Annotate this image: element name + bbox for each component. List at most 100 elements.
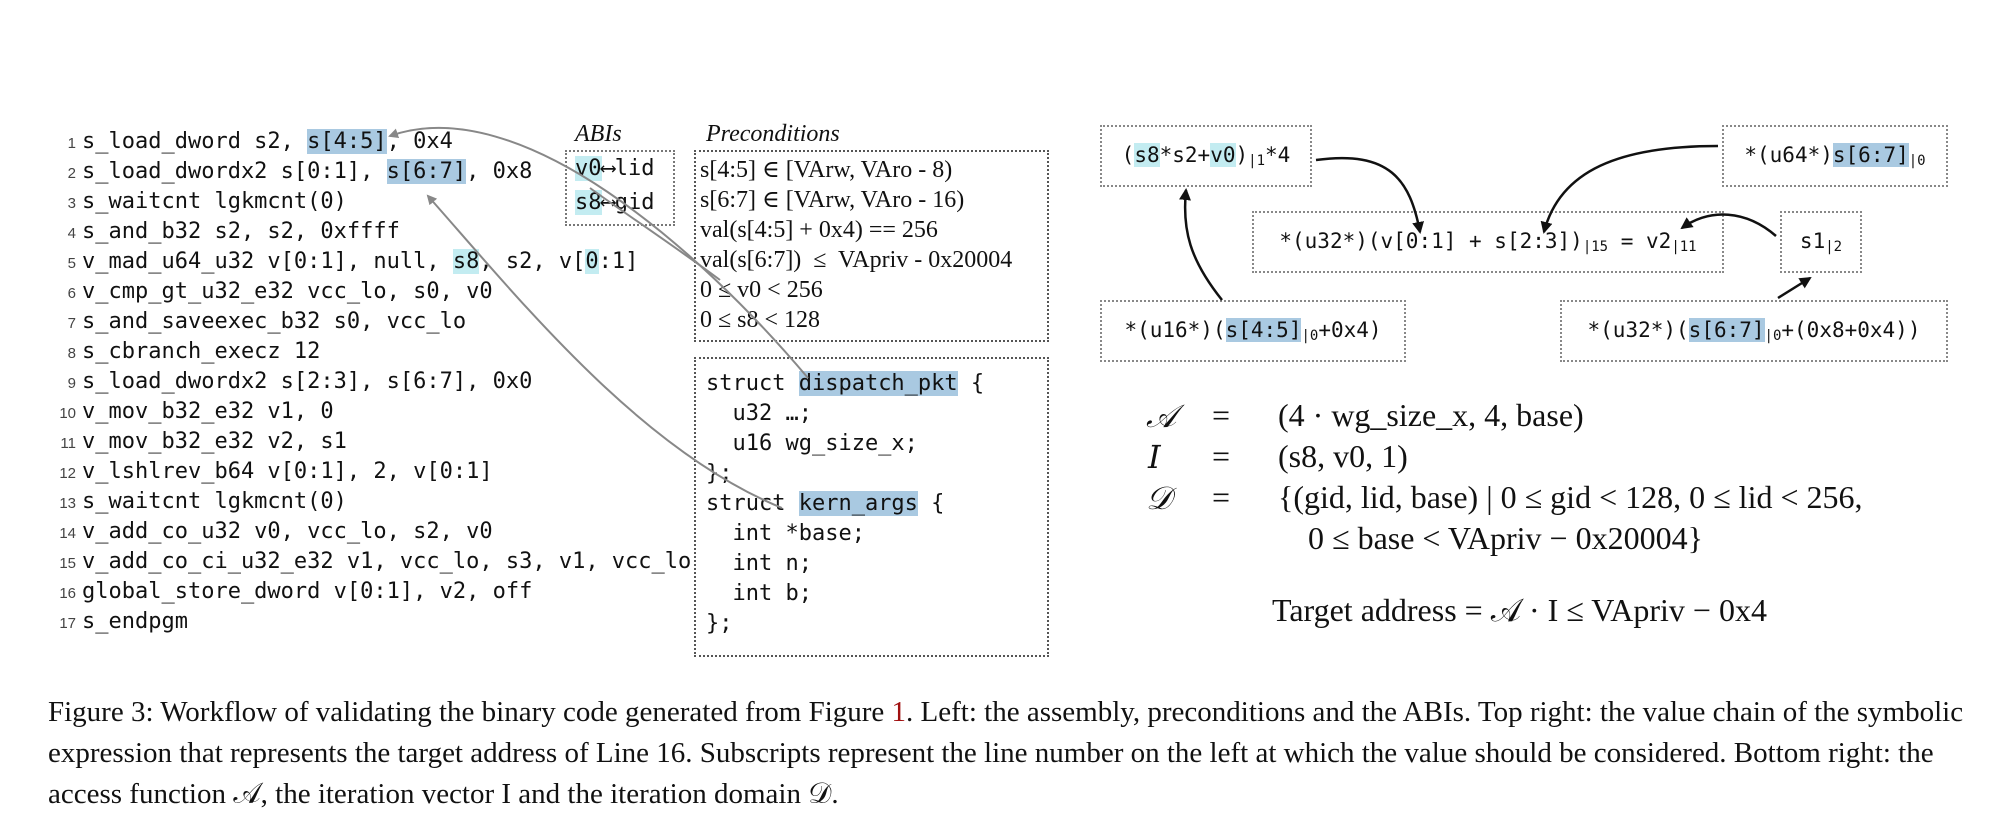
equals-sign: = <box>1212 479 1231 515</box>
value-expression: *(u64*)s[6:7]|0 <box>1744 143 1926 169</box>
text-segment: v_mad_u64_u32 v[0:1], null, <box>82 249 453 274</box>
precondition-line: s[6:7] ∈ [VArw, VAro - 16) <box>700 187 965 213</box>
line-subscript: |0 <box>1301 328 1319 344</box>
struct-line: u32 …; <box>706 399 811 429</box>
line-number: 9 <box>67 375 76 392</box>
highlighted-token: v0 <box>1210 143 1236 167</box>
struct-line: u16 wg_size_x; <box>706 429 918 459</box>
arrow-kern-args-to-s67 <box>426 194 783 509</box>
value-chain-box: *(u16*)(s[4:5]|0+0x4) <box>1100 300 1406 362</box>
text-segment: s_endpgm <box>82 609 188 634</box>
abi-row-lid: v0⟷lid <box>575 156 655 181</box>
text-segment: :1] <box>598 249 639 274</box>
arrow-box1-to-box3 <box>1315 156 1425 234</box>
text-segment: s_load_dwordx2 s[0:1], <box>82 159 387 184</box>
value-chain-box: (s8*s2+v0)|1*4 <box>1100 125 1312 187</box>
text-segment: ( <box>1121 143 1135 167</box>
line-number: 13 <box>59 495 76 512</box>
text-segment: *(u32*)( <box>1587 318 1689 342</box>
abis-title: ABIs <box>575 121 622 147</box>
text-segment: s_waitcnt lgkmcnt(0) <box>82 189 347 214</box>
text-segment: s1 <box>1799 229 1826 253</box>
caption-text: Figure 3: Workflow of validating the bin… <box>48 696 892 728</box>
text-segment: v_add_co_ci_u32_e32 v1, vcc_lo, s3, v1, … <box>82 549 692 574</box>
iteration-vector-value: (s8, v0, 1) <box>1278 438 1408 474</box>
line-number: 17 <box>59 615 76 632</box>
target-address: Target address = 𝒜 · I ≤ VApriv − 0x4 <box>1272 592 1767 628</box>
line-number: 10 <box>59 405 76 422</box>
equals-sign: = <box>1212 397 1231 433</box>
abi-arrow: ⟷ <box>601 156 615 181</box>
precondition-line: val(s[6:7]) ≤ VApriv - 0x20004 <box>700 247 1013 273</box>
text-segment: s_waitcnt lgkmcnt(0) <box>82 489 347 514</box>
assembly-line: 14 v_add_co_u32 v0, vcc_lo, s2, v0 <box>48 517 691 547</box>
value-chain-box: s1|2 <box>1780 211 1862 273</box>
line-number: 12 <box>59 465 76 482</box>
struct-line: int n; <box>706 549 811 579</box>
line-number: 2 <box>67 165 76 182</box>
figure-reference-link[interactable]: 1 <box>891 696 907 728</box>
line-subscript: |1 <box>1248 153 1266 169</box>
iteration-domain-symbol: 𝒟 <box>1146 479 1172 517</box>
text-segment: u16 wg_size_x; <box>706 431 918 456</box>
highlighted-token: dispatch_pkt <box>798 371 958 396</box>
highlighted-token: s[6:7] <box>1832 143 1909 167</box>
abi-reg: v0 <box>575 156 602 181</box>
text-segment: v_mov_b32_e32 v2, s1 <box>82 429 347 454</box>
text-segment: +(0x8+0x4)) <box>1781 318 1921 342</box>
abi-arrow: ⟷ <box>601 190 615 215</box>
text-segment: v_add_co_u32 v0, vcc_lo, s2, v0 <box>82 519 493 544</box>
text-segment: s_cbranch_execz 12 <box>82 339 321 364</box>
text-segment: v_cmp_gt_u32_e32 vcc_lo, s0, v0 <box>82 279 493 304</box>
equals-sign: = <box>1212 438 1231 474</box>
highlighted-token: s8 <box>452 249 480 274</box>
access-function-value: (4 · wg_size_x, 4, base) <box>1278 397 1584 433</box>
text-segment: }; <box>706 611 733 636</box>
assembly-line: 13 s_waitcnt lgkmcnt(0) <box>48 487 691 517</box>
iteration-vector-symbol: I <box>1148 438 1161 476</box>
text-segment: *(u16*)( <box>1124 318 1226 342</box>
value-expression: (s8*s2+v0)|1*4 <box>1121 143 1291 169</box>
line-number: 6 <box>67 285 76 302</box>
line-number: 14 <box>59 525 76 542</box>
value-expression: s1|2 <box>1800 229 1842 255</box>
assembly-line: 17 s_endpgm <box>48 607 691 637</box>
highlighted-token: s[6:7] <box>386 159 467 184</box>
text-segment: *(u64*) <box>1744 143 1833 167</box>
value-chain-box: *(u64*)s[6:7]|0 <box>1722 125 1948 187</box>
value-expression: *(u32*)(s[6:7]|0+(0x8+0x4)) <box>1587 318 1921 344</box>
text-segment: { <box>957 371 985 396</box>
line-number: 15 <box>59 555 76 572</box>
text-segment: *4 <box>1265 143 1291 167</box>
struct-line: struct dispatch_pkt { <box>706 369 984 399</box>
text-segment: *(u32*)(v[0:1] + s[2:3]) <box>1279 229 1583 253</box>
struct-line: }; <box>706 609 733 639</box>
struct-line: int b; <box>706 579 811 609</box>
arrow-abi-s8-link <box>589 187 721 281</box>
precondition-line: 0 ≤ s8 < 128 <box>700 307 821 333</box>
highlighted-token: s[4:5] <box>307 129 387 154</box>
line-number: 1 <box>67 135 76 152</box>
text-segment: s_load_dwordx2 s[2:3], s[6:7], 0x0 <box>82 369 533 394</box>
line-subscript: |0 <box>1764 328 1782 344</box>
line-subscript: |2 <box>1825 239 1843 255</box>
abi-name: lid <box>614 156 655 181</box>
arrow-box2-to-box3 <box>1540 144 1719 234</box>
highlighted-token: 0 <box>585 249 599 274</box>
line-subscript: |0 <box>1908 153 1926 169</box>
text-segment: { <box>917 491 945 516</box>
arrow-box5-to-box1 <box>1179 188 1223 301</box>
value-expression: *(u16*)(s[4:5]|0+0x4) <box>1124 318 1382 344</box>
arrow-dispatch-pkt-to-s45 <box>388 126 809 379</box>
highlighted-token: kern_args <box>798 491 918 516</box>
